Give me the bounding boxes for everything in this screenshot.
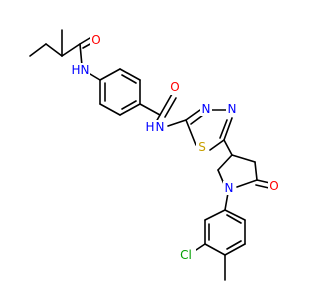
bond (167, 119, 187, 127)
bond (29, 43, 47, 57)
bond (89, 73, 101, 81)
bond (99, 103, 121, 116)
atom-symbol: N (202, 102, 211, 116)
svg-text:H: H (71, 63, 80, 77)
bond (236, 179, 258, 188)
atom-symbol: S (198, 140, 206, 154)
bond (254, 161, 258, 181)
bond (79, 37, 91, 45)
thiadiazole-sulfur: S (196, 140, 208, 154)
bond (226, 214, 242, 224)
atom-symbol: N (81, 63, 90, 77)
bond (219, 119, 228, 139)
amide-nitrogen-2: H N (145, 120, 165, 134)
bonds (29, 29, 271, 281)
bond (195, 243, 206, 251)
bond (204, 209, 226, 221)
bond (185, 109, 201, 121)
atom-symbol: O (91, 33, 100, 47)
atom-symbol: N (228, 102, 237, 116)
bond (119, 68, 141, 81)
lactam-oxygen: O (268, 179, 280, 193)
bond (226, 240, 242, 250)
bond (223, 117, 233, 141)
amide-oxygen-1: O (90, 33, 102, 48)
atom-symbol: N (225, 181, 234, 195)
atom-labels: H N O O H N N N S O (71, 33, 280, 262)
bond (164, 97, 177, 118)
bond (255, 184, 270, 189)
pyrrolidinone-nitrogen: N (223, 181, 235, 195)
bond (224, 209, 246, 221)
bond (185, 119, 197, 146)
bond (61, 43, 81, 57)
bond (79, 43, 83, 67)
bond (256, 179, 271, 184)
atom-symbol: O (269, 179, 278, 193)
bond (190, 114, 204, 125)
bond (209, 139, 225, 151)
atom-symbol: H (71, 63, 80, 77)
atom-symbol: O (170, 80, 179, 94)
thiadiazole-nitrogen-2: N (226, 102, 238, 116)
atom-symbol: H (145, 120, 154, 134)
bond (224, 192, 229, 211)
bond (121, 74, 137, 84)
bond (231, 154, 256, 163)
bond (223, 139, 233, 156)
bond (159, 93, 173, 116)
bond (119, 103, 141, 116)
amide-oxygen-2: O (169, 80, 181, 95)
molecule-structure: H N O O H N N N S O (29, 29, 280, 281)
bond (224, 243, 246, 256)
atom-symbol: N (156, 120, 165, 134)
chlorine-atom: Cl (176, 248, 196, 262)
bond (121, 100, 137, 110)
bond (139, 103, 161, 116)
bond (45, 43, 63, 57)
thiadiazole-nitrogen-1: N (200, 102, 212, 116)
bond (217, 154, 233, 171)
bond (99, 68, 121, 81)
svg-text:H: H (145, 120, 154, 134)
atom-symbol: Cl (180, 248, 192, 262)
amide-nitrogen-1: H N (71, 63, 90, 77)
bond (204, 243, 226, 256)
